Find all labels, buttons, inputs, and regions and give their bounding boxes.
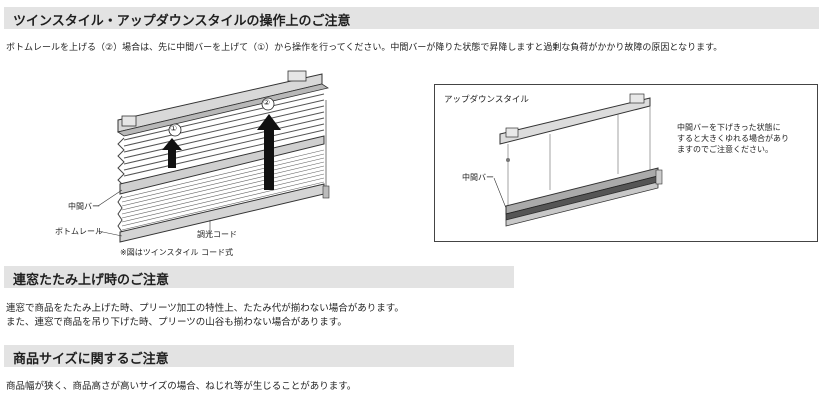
- head-rail-bracket-right: [287, 70, 307, 82]
- section-heading-folding: 連窓たたみ上げ時のご注意: [13, 273, 170, 288]
- figure-caption: ※図はツインスタイル コード式: [120, 248, 234, 257]
- head-rail-bracket-left: [121, 115, 137, 127]
- section-heading-band-folding: 連窓たたみ上げ時のご注意: [4, 266, 514, 288]
- bottom-rail-label: ボトムレール: [55, 227, 103, 236]
- up-down-style-blind-illustration: [493, 93, 663, 227]
- section-heading-band-size: 商品サイズに関するご注意: [4, 345, 514, 367]
- folding-note-line-2: また、連窓で商品を吊り下げた時、プリーツの山谷も揃わない場合があります。: [6, 317, 347, 328]
- up-down-style-title: アップダウンスタイル: [444, 95, 529, 105]
- ud-head-rail: [499, 97, 651, 145]
- cord-tassel: [322, 185, 330, 199]
- operation-note-text: ボトムレールを上げる（②）場合は、先に中間バーを上げて（①）から操作を行ってくだ…: [6, 43, 723, 53]
- marker-2-label: ②: [263, 98, 271, 107]
- arrow-up-small: [162, 138, 182, 168]
- section-heading-operation: ツインスタイル・アップダウンスタイルの操作上のご注意: [13, 14, 351, 29]
- middle-bar-label: 中間バー: [68, 202, 100, 211]
- ud-middle-bar-label: 中間バー: [462, 173, 494, 182]
- arrow-up-large: [257, 114, 281, 190]
- ud-note-line-1: 中間バーを下げきった状態に: [677, 123, 781, 132]
- ud-bottom-rail: [505, 181, 659, 227]
- up-down-style-box: [434, 84, 818, 242]
- size-note-line-1: 商品幅が狭く、商品高さが高いサイズの場合、ねじれ等が生じることがあります。: [6, 381, 357, 392]
- cord-label: 調光コード: [197, 230, 237, 239]
- marker-1-label: ①: [170, 124, 178, 133]
- ud-note-line-2: すると大きくゆれる場合があり: [677, 134, 789, 143]
- ud-note-line-3: ますのでご注意ください。: [677, 145, 773, 154]
- twin-style-blind-illustration: [97, 70, 330, 243]
- head-rail: [117, 73, 323, 133]
- section-heading-band-operation: ツインスタイル・アップダウンスタイルの操作上のご注意: [4, 7, 819, 29]
- section-heading-size: 商品サイズに関するご注意: [13, 352, 169, 367]
- folding-note-line-1: 連窓で商品をたたみ上げた時、プリーツ加工の特性上、たたみ代が揃わない場合がありま…: [6, 303, 404, 314]
